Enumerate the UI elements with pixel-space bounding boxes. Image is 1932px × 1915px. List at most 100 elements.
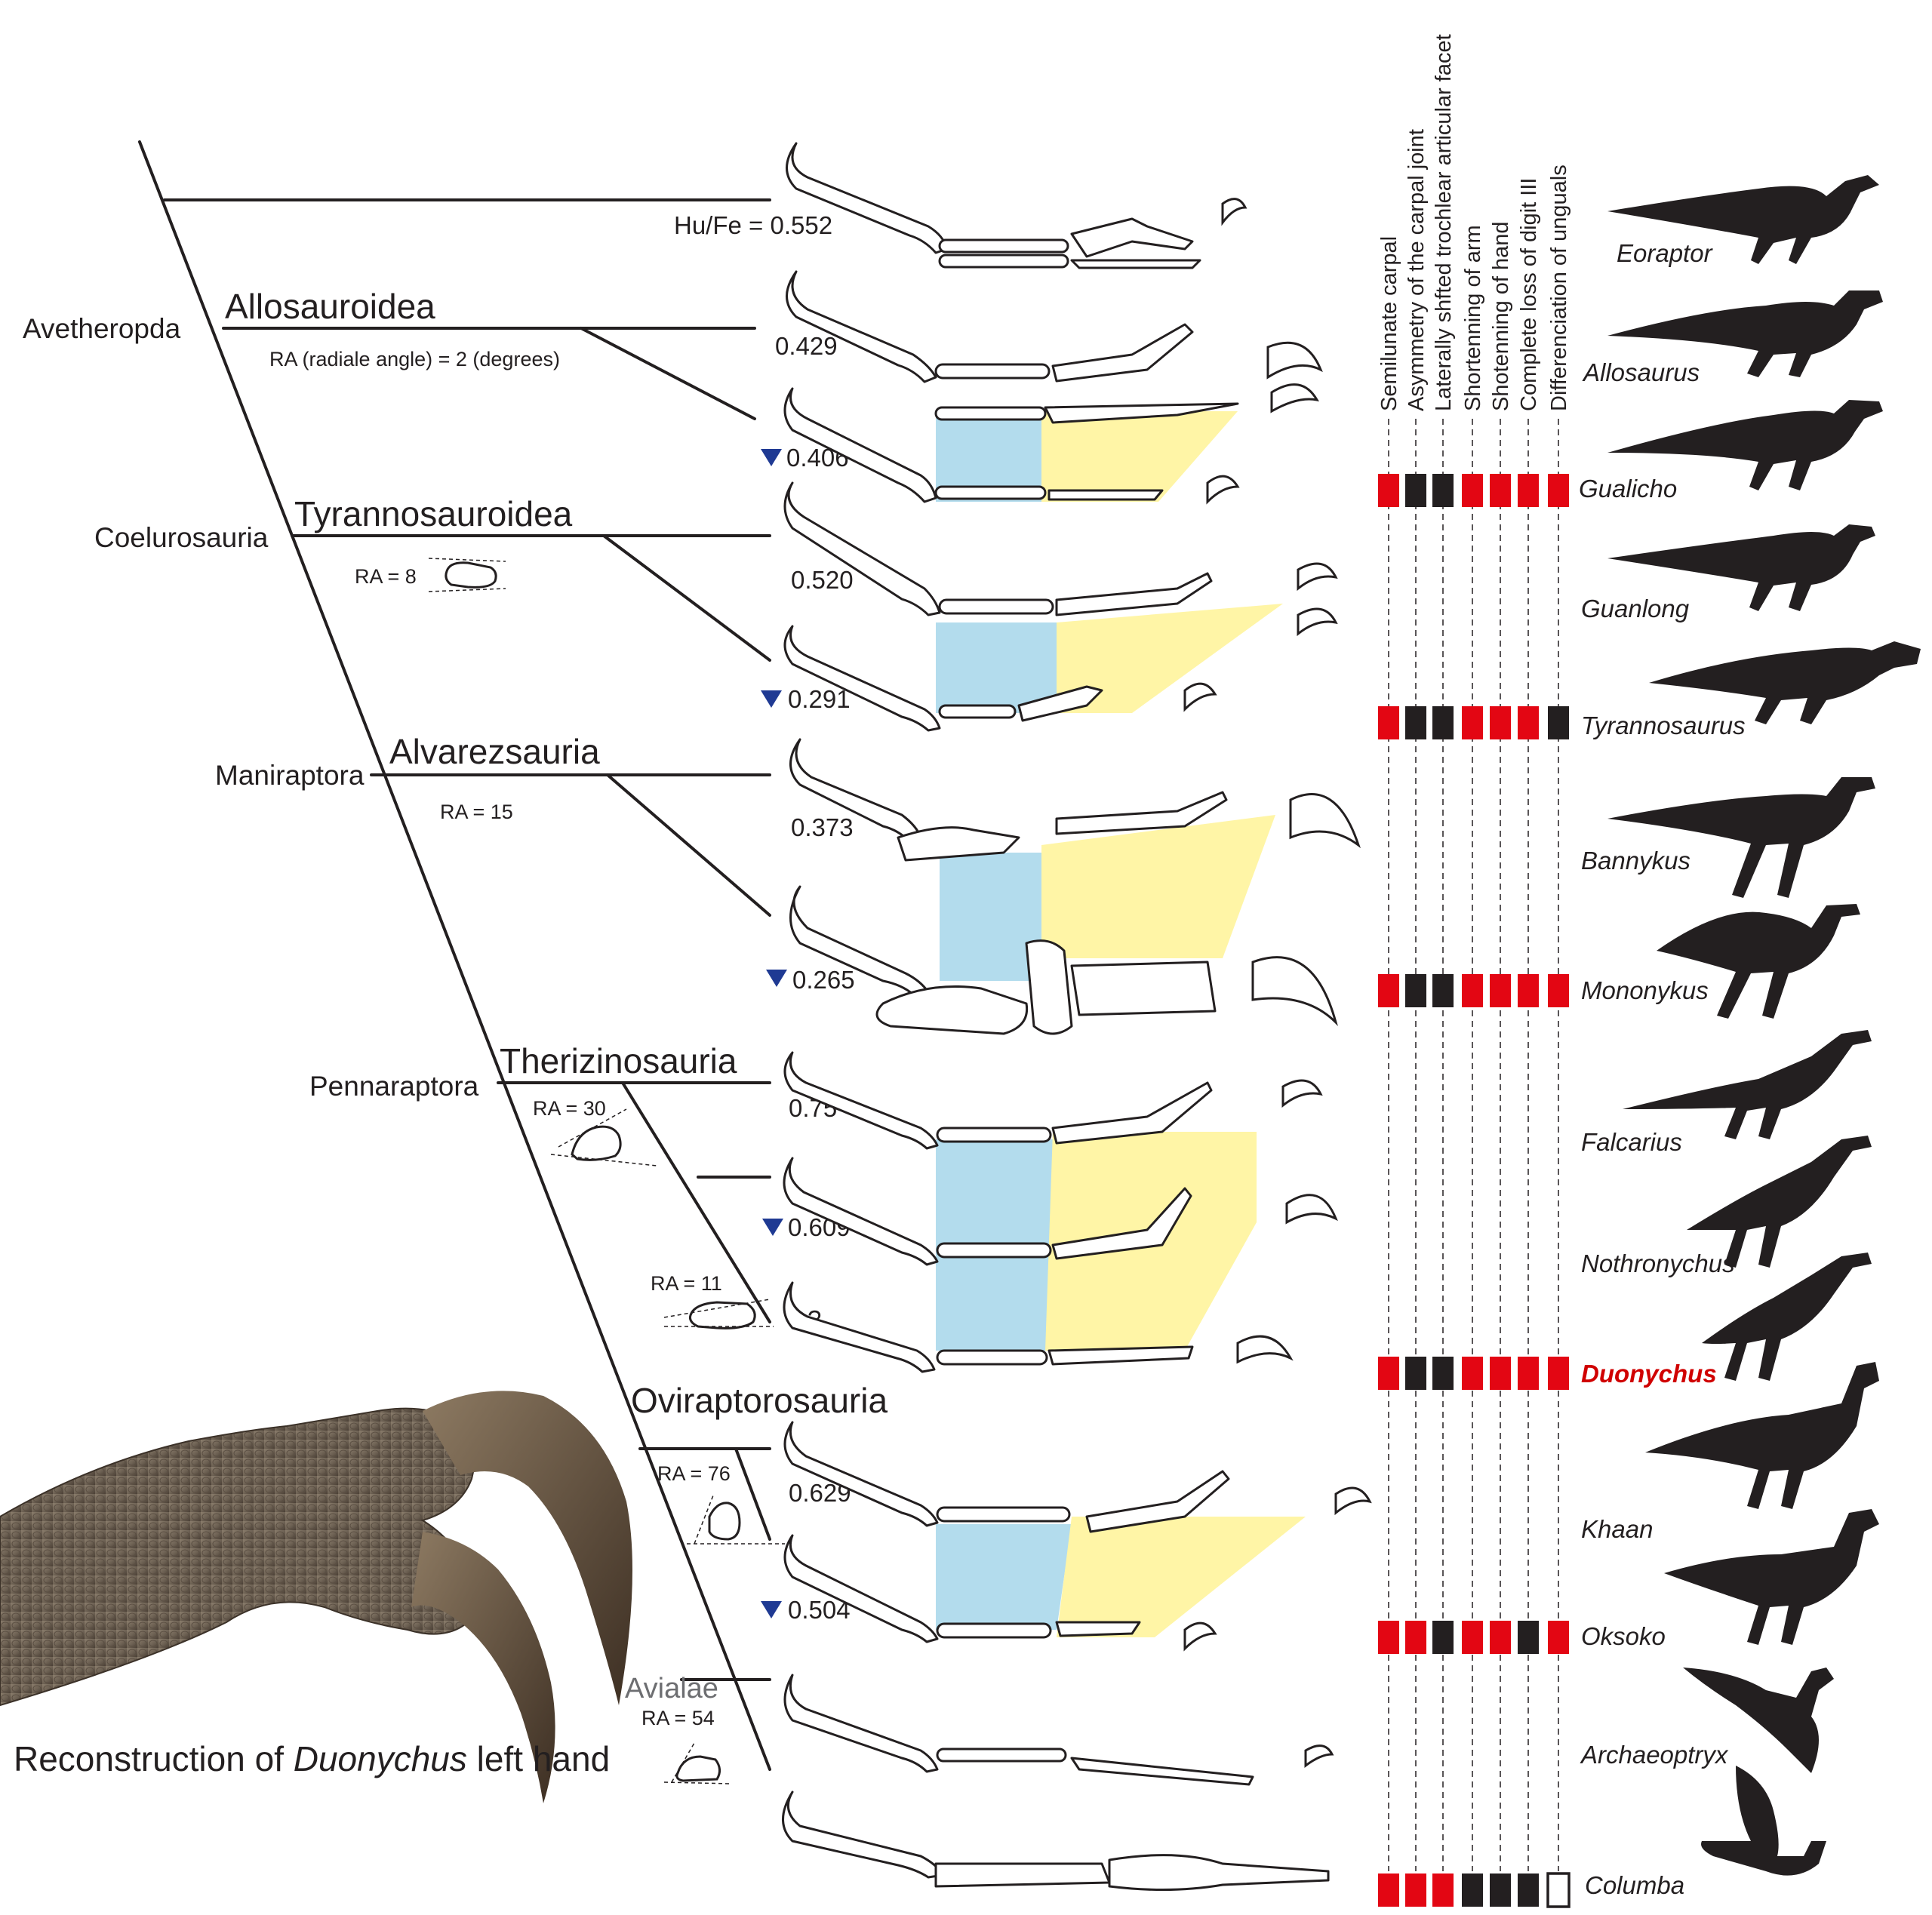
taxon-nothronychus: Nothronychus <box>1581 1250 1735 1277</box>
taxon-allosaurus: Allosaurus <box>1582 358 1700 386</box>
state-box-tyrannosaurus-2 <box>1405 706 1426 739</box>
ungual-falcarius <box>1281 1079 1323 1108</box>
silhouette-eoraptor <box>1607 175 1879 264</box>
branch-tyrannosaurus <box>602 534 771 662</box>
branch-mononykus <box>606 773 771 917</box>
state-box-duonychus-4 <box>1462 1357 1483 1390</box>
ungual-oksoko <box>1183 1621 1217 1652</box>
hand-nothronychus <box>1051 1187 1192 1260</box>
state-box-gualicho-1 <box>1378 474 1399 507</box>
humerus-falcarius <box>783 1051 939 1150</box>
state-box-duonychus-1 <box>1378 1357 1399 1390</box>
hand-caption: Reconstruction of Duonychus left hand <box>14 1739 610 1778</box>
hand-tyrannosaurus <box>1017 685 1103 722</box>
claw-digit-1 <box>423 1391 632 1705</box>
state-box-oksoko-2 <box>1405 1621 1426 1654</box>
state-box-duonychus-2 <box>1405 1357 1426 1390</box>
phylogeny-tree <box>138 140 771 1771</box>
humerus-nothronychus <box>783 1157 939 1266</box>
humerus-columba <box>782 1791 945 1879</box>
silhouette-oksoko <box>1664 1509 1879 1645</box>
state-box-oksoko-7 <box>1548 1621 1569 1654</box>
carpal-outline-tyrannosauroidea <box>428 558 506 592</box>
state-box-gualicho-7 <box>1548 474 1569 507</box>
state-box-duonychus-3 <box>1432 1357 1454 1390</box>
hand-columba <box>1108 1854 1330 1892</box>
state-box-tyrannosaurus-1 <box>1378 706 1399 739</box>
hand-oksoko <box>1055 1621 1141 1637</box>
silhouette-khaan <box>1645 1362 1879 1509</box>
silhouette-tyrannosaurus <box>1649 641 1921 724</box>
state-box-duonychus-6 <box>1518 1357 1539 1390</box>
ulna-gualicho <box>934 485 1047 500</box>
state-box-duonychus-5 <box>1490 1357 1511 1390</box>
state-box-columba-5 <box>1490 1874 1511 1907</box>
ra-therizino-inner: RA = 11 <box>651 1272 722 1295</box>
taxon-gualicho: Gualicho <box>1579 475 1677 503</box>
reduction-marker-gualicho <box>761 449 782 466</box>
hand-khaan <box>1085 1470 1230 1533</box>
clade-maniraptora: Maniraptora <box>215 760 365 791</box>
reduction-marker-tyrannosaurus <box>761 690 782 708</box>
silhouette-guanlong <box>1607 524 1875 611</box>
ratio-mononykus: 0.265 <box>792 966 855 994</box>
character-matrix <box>1378 474 1571 1908</box>
state-box-mononykus-2 <box>1405 974 1426 1007</box>
ra-alvarezsauria: RA = 15 <box>440 801 513 823</box>
ra-allosauroidea: RA (radiale angle) = 2 (degrees) <box>269 348 560 370</box>
state-box-columba-3 <box>1432 1874 1454 1907</box>
clade-tyrannosauroidea: Tyrannosauroidea <box>294 494 573 533</box>
silhouette-falcarius <box>1623 1030 1872 1139</box>
region-yellow-oksoko <box>1057 1517 1306 1637</box>
character-header-6: Complete loss of digit III <box>1517 178 1541 411</box>
state-box-tyrannosaurus-6 <box>1518 706 1539 739</box>
hand-bannykus <box>1055 791 1228 835</box>
humerus-archaeopteryx <box>783 1674 939 1773</box>
digit-gualicho-1 <box>1044 402 1239 424</box>
reduction-marker-nothronychus <box>762 1219 783 1236</box>
ungual-allosaurus-2 <box>1270 383 1319 413</box>
digits-eoraptor <box>1070 259 1201 269</box>
radius-falcarius <box>936 1127 1052 1143</box>
taxon-falcarius: Falcarius <box>1581 1128 1682 1156</box>
hand-duonychus <box>1048 1345 1194 1366</box>
ratio-eoraptor: Hu/Fe = 0.552 <box>674 211 832 239</box>
clade-pennaraptora: Pennaraptora <box>309 1071 479 1102</box>
character-header-7: Differenciation of unguals <box>1547 164 1571 411</box>
state-box-mononykus-3 <box>1432 974 1454 1007</box>
humerus-guanlong <box>783 481 941 616</box>
ra-avialae: RA = 54 <box>641 1707 715 1729</box>
character-header-2: Asymmetry of the carpal joint <box>1404 129 1429 411</box>
state-box-oksoko-6 <box>1518 1621 1539 1654</box>
ulna-eoraptor <box>938 254 1069 269</box>
radius-archaeopteryx <box>936 1747 1067 1763</box>
hand-guanlong <box>1055 572 1213 616</box>
radius-guanlong <box>938 598 1054 615</box>
clade-coelurosauria: Coelurosauria <box>94 522 269 553</box>
state-box-gualicho-3 <box>1432 474 1454 507</box>
ungual-eoraptor <box>1221 198 1247 226</box>
region-yellow-mononykus <box>1041 815 1275 958</box>
forelimb-illustrations <box>782 142 1372 1892</box>
taxon-oksoko: Oksoko <box>1581 1622 1666 1650</box>
humerus-eoraptor <box>786 142 949 254</box>
radius-eoraptor <box>938 238 1069 254</box>
clade-allosauroidea: Allosauroidea <box>225 287 435 326</box>
taxon-bannykus: Bannykus <box>1581 847 1690 875</box>
state-box-gualicho-5 <box>1490 474 1511 507</box>
silhouette-duonychus <box>1702 1253 1872 1381</box>
humerus-duonychus <box>783 1281 936 1373</box>
silhouette-columba <box>1701 1766 1826 1876</box>
state-box-tyrannosaurus-4 <box>1462 706 1483 739</box>
character-header-5: Shotenning of hand <box>1489 221 1513 411</box>
radius-duonychus <box>936 1349 1048 1366</box>
caption-italic: Duonychus <box>294 1739 467 1778</box>
taxon-columba: Columba <box>1585 1871 1684 1899</box>
ungual-nothronychus <box>1285 1194 1338 1225</box>
state-box-oksoko-4 <box>1462 1621 1483 1654</box>
reduction-marker-oksoko <box>761 1601 782 1618</box>
radius-mononykus <box>875 985 1029 1035</box>
region-blue-mononykus <box>940 853 1041 981</box>
ra-therizinosauria: RA = 30 <box>533 1097 606 1120</box>
